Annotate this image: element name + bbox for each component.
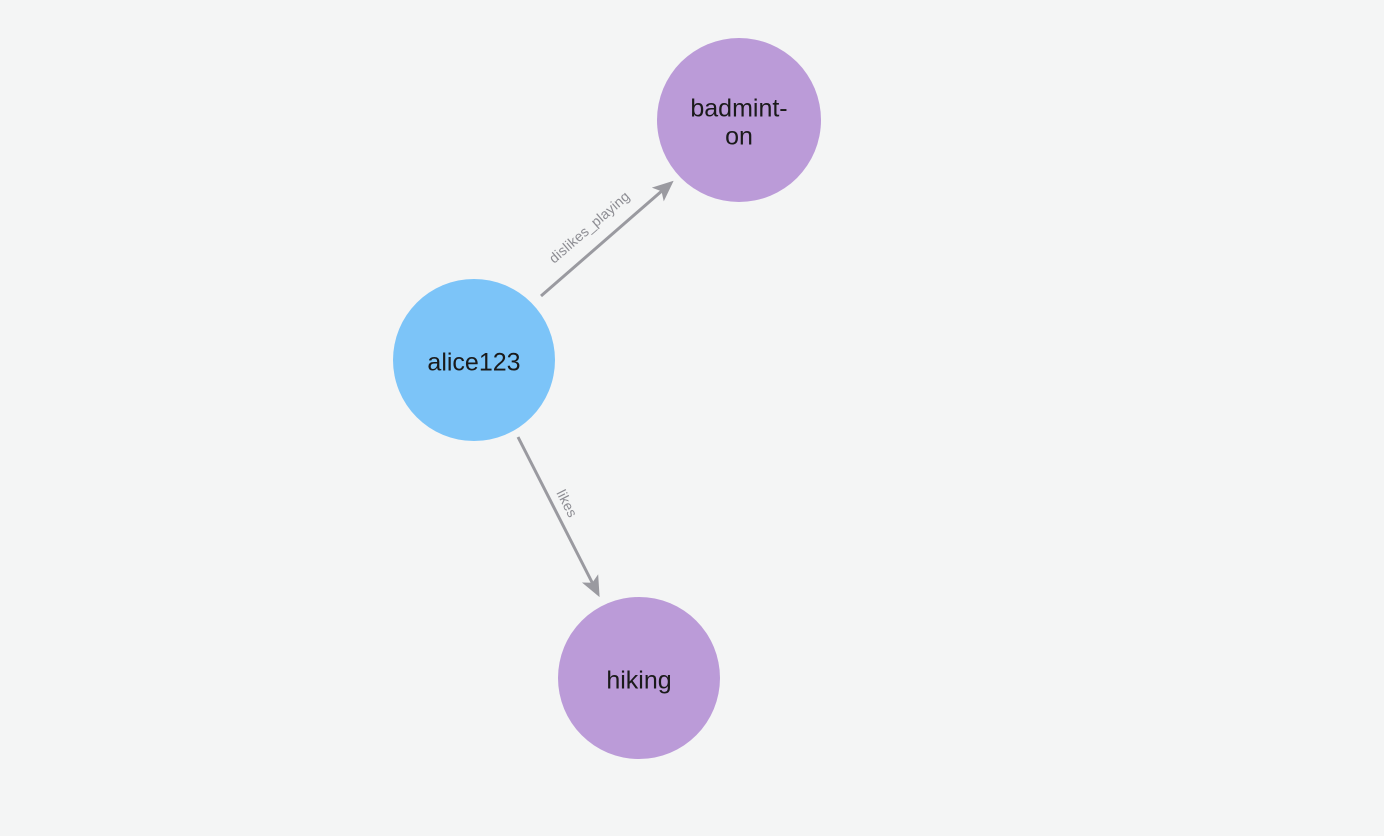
edge-alice123-dislikes-playing-badminton[interactable]: dislikes_playing	[540, 180, 674, 298]
node-alice123[interactable]: alice123	[393, 279, 555, 441]
node-badminton[interactable]: badmint- on	[657, 38, 821, 202]
edge-line-dislikes-playing[interactable]	[540, 180, 674, 298]
node-alice123-circle[interactable]	[393, 279, 555, 441]
node-badminton-circle[interactable]	[657, 38, 821, 202]
node-hiking-circle[interactable]	[558, 597, 720, 759]
edge-line-likes[interactable]	[516, 436, 600, 598]
node-hiking[interactable]: hiking	[558, 597, 720, 759]
nodes-layer: badmint- on alice123 hiking	[393, 38, 821, 759]
edge-alice123-likes-hiking[interactable]: likes	[516, 436, 600, 598]
